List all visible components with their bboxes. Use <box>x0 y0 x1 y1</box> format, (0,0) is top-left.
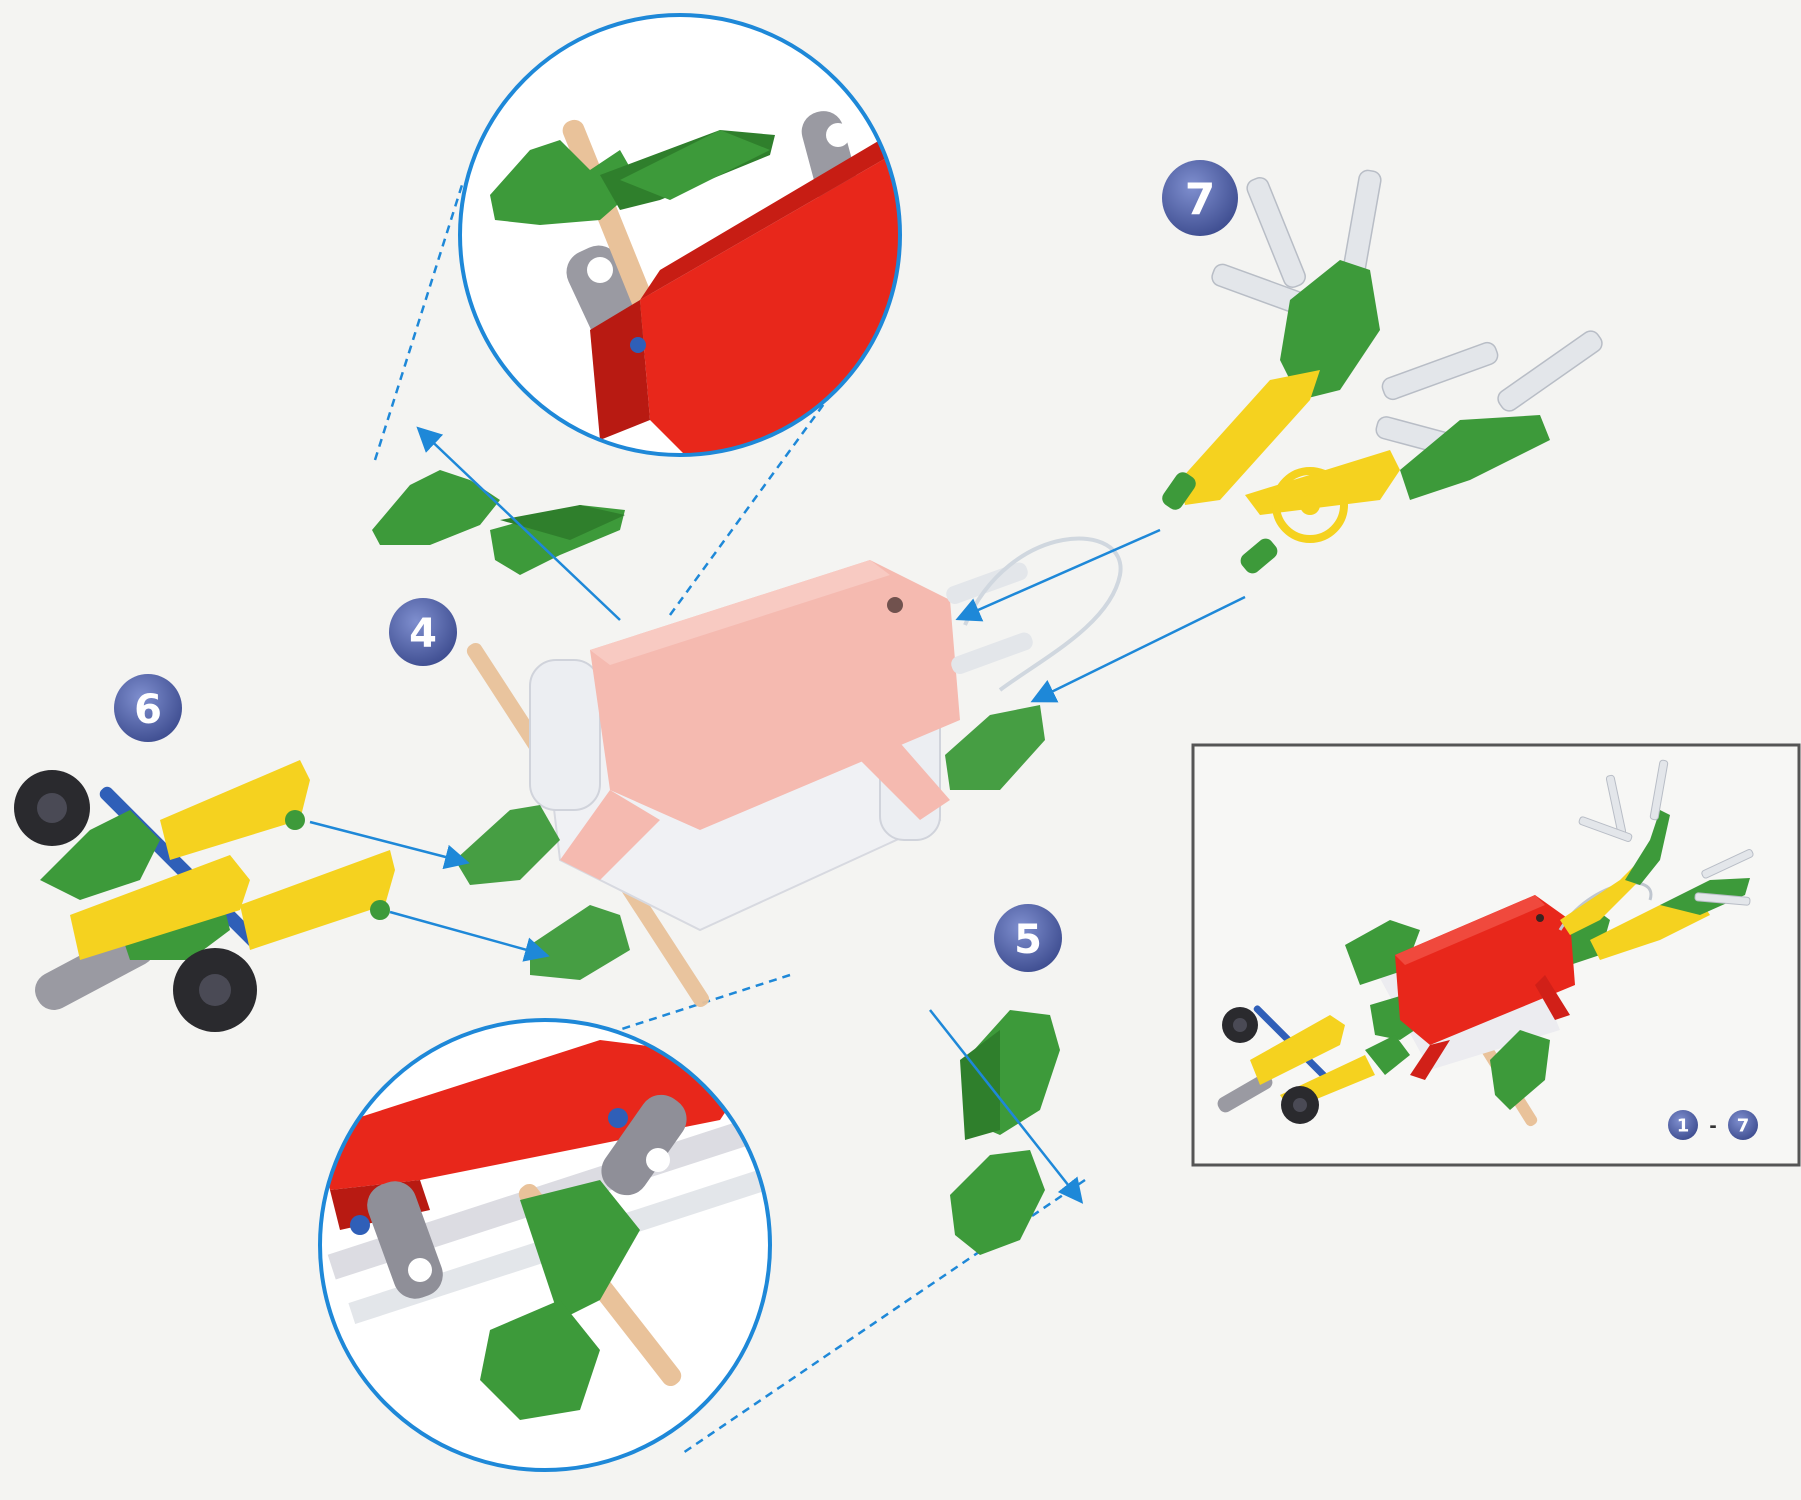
step7-parts <box>1159 169 1605 577</box>
step-number-5: 5 <box>1014 917 1042 963</box>
step-badge-6: 6 <box>114 674 182 742</box>
range-separator: - <box>1709 1113 1716 1138</box>
step-badge-4: 4 <box>389 598 457 666</box>
inset-step-range: 1 - 7 <box>1668 1110 1758 1140</box>
step6-parts <box>14 760 395 1032</box>
step-badge-5: 5 <box>994 904 1062 972</box>
detail-circle-top <box>460 15 920 470</box>
completed-model-inset: 1 - 7 <box>1193 745 1799 1165</box>
range-end-number: 7 <box>1737 1116 1750 1137</box>
step5-parts <box>950 1010 1060 1255</box>
detail-circle-bottom <box>320 1020 802 1470</box>
step-number-4: 4 <box>409 611 437 657</box>
step-number-6: 6 <box>134 687 162 733</box>
range-start-number: 1 <box>1677 1116 1690 1137</box>
step4-parts <box>372 470 625 575</box>
step-badge-7: 7 <box>1162 160 1238 236</box>
step-number-7: 7 <box>1185 175 1216 226</box>
